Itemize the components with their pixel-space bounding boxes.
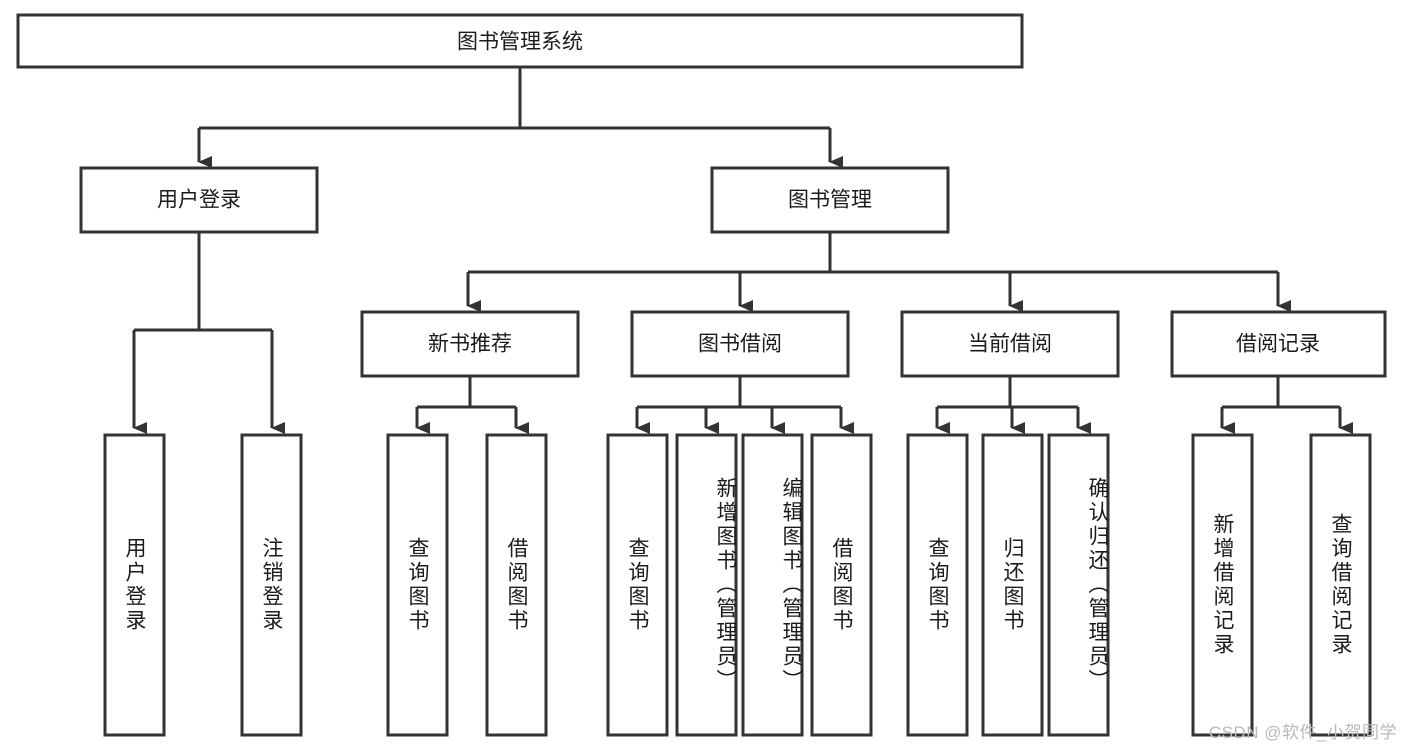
watermark-text: CSDN @软件_小贺同学 (1208, 723, 1397, 742)
node-new-book-recommend-box[interactable] (360, 310, 580, 378)
node-book-borrow[interactable]: 图书借阅 (630, 310, 850, 378)
node-current-borrow-label: 当前借阅 (968, 333, 1052, 356)
leaf-box-re-query-record[interactable] (1309, 433, 1372, 737)
leaf-box-cu-return-book[interactable] (981, 433, 1044, 737)
leaf-box-re-add-record[interactable] (1191, 433, 1254, 737)
leaf-box-logout[interactable] (240, 433, 303, 737)
leaf-box-bo-query-book[interactable] (606, 433, 669, 737)
node-borrow-records-box[interactable] (1170, 310, 1387, 378)
node-user-login-box[interactable] (79, 166, 319, 234)
node-book-borrow-label: 图书借阅 (698, 333, 782, 356)
node-borrow-records[interactable]: 借阅记录 (1170, 310, 1387, 378)
leaf-box-user-login[interactable] (103, 433, 166, 737)
leaf-box-bo-lend-book[interactable] (810, 433, 873, 737)
node-book-management-box[interactable] (710, 166, 950, 234)
node-borrow-records-label: 借阅记录 (1236, 333, 1320, 356)
connector-group (132, 67, 1353, 434)
node-user-login[interactable]: 用户登录 (79, 166, 319, 234)
node-book-management[interactable]: 图书管理 (710, 166, 950, 234)
leaf-box-bo-edit-book[interactable] (741, 433, 804, 737)
leaf-box-cu-confirm-return[interactable] (1047, 433, 1110, 737)
leaf-box-group (103, 433, 1372, 737)
leaf-box-cu-query-book[interactable] (906, 433, 969, 737)
node-current-borrow[interactable]: 当前借阅 (900, 310, 1120, 378)
leaf-box-bo-add-book[interactable] (675, 433, 738, 737)
leaf-box-nb-query-book[interactable] (386, 433, 449, 737)
leaf-box-nb-borrow-book[interactable] (485, 433, 548, 737)
node-book-management-label: 图书管理 (788, 189, 872, 212)
node-current-borrow-box[interactable] (900, 310, 1120, 378)
node-user-login-label: 用户登录 (157, 189, 241, 212)
node-book-borrow-box[interactable] (630, 310, 850, 378)
node-root[interactable]: 图书管理系统 (16, 13, 1024, 69)
node-new-book-recommend[interactable]: 新书推荐 (360, 310, 580, 378)
node-new-book-recommend-label: 新书推荐 (428, 333, 512, 356)
node-root-label: 图书管理系统 (457, 31, 583, 54)
node-root-box[interactable] (16, 13, 1024, 69)
